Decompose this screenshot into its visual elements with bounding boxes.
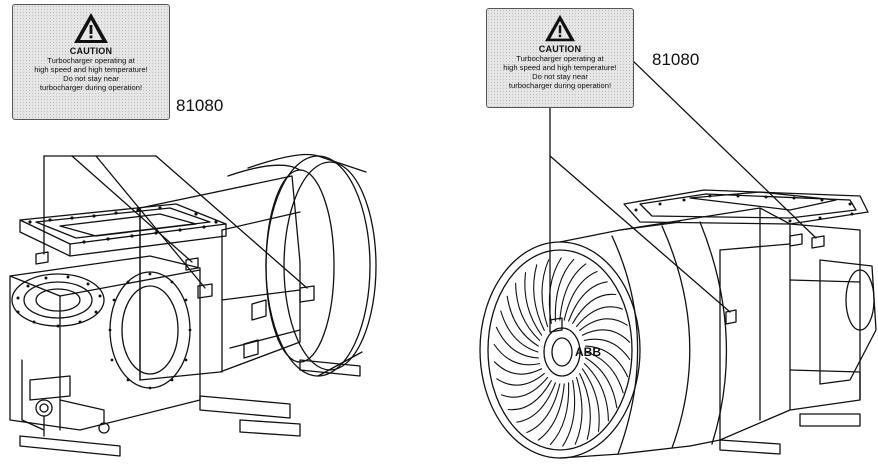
compressor-vane	[500, 310, 539, 353]
part-number-left: 81080	[176, 96, 224, 115]
compressor-vane	[541, 259, 550, 328]
compressor-vane	[524, 272, 543, 336]
caution-line-1: Turbocharger operating at	[516, 54, 604, 63]
compressor-vane	[537, 383, 565, 441]
compressor-vane	[585, 351, 624, 394]
compressor-vane	[574, 376, 583, 445]
compressor-vane	[506, 295, 539, 347]
caution-title: CAUTION	[69, 46, 113, 56]
compressor-vane	[581, 368, 600, 432]
compressor-vane	[585, 357, 618, 409]
compressor-vane	[583, 338, 631, 361]
compressor-vane	[496, 373, 545, 386]
compressor-vane	[526, 383, 561, 434]
caution-line-4: turbocharger during operation!	[508, 81, 612, 90]
compressor-vane	[572, 293, 617, 324]
caution-line-3: Do not stay near	[532, 72, 588, 81]
compressor-vane	[515, 282, 541, 341]
compressor-vane	[581, 329, 631, 343]
warning-triangle-icon	[74, 13, 108, 43]
compressor-vane	[575, 306, 624, 328]
compressor-vane	[585, 345, 629, 378]
caution-label-right: CAUTION Turbocharger operating at high s…	[486, 8, 634, 108]
compressor-vane	[554, 258, 575, 322]
compressor-vane	[507, 380, 552, 411]
compressor-vane	[500, 376, 549, 398]
caution-line-3: Do not stay near	[63, 74, 119, 83]
caution-title: CAUTION	[538, 44, 582, 54]
compressor-vane	[579, 373, 591, 440]
part-number-right: 81080	[652, 50, 700, 69]
compressor-vane	[516, 382, 556, 423]
compressor-vane	[533, 264, 545, 331]
compressor-vane	[549, 382, 570, 446]
svg-text:ABB: ABB	[575, 345, 601, 359]
compressor-vane	[493, 361, 543, 375]
compressor-vane	[579, 318, 628, 331]
compressor-vane	[568, 281, 608, 322]
warning-triangle-icon	[545, 14, 575, 42]
caution-label-left: CAUTION Turbocharger operating at high s…	[12, 4, 170, 120]
right-turbocharger: ABB	[479, 59, 877, 459]
caution-line-2: high speed and high temperature!	[34, 65, 148, 74]
compressor-vane	[562, 380, 576, 447]
compressor-vane	[495, 326, 539, 359]
compressor-vane	[583, 363, 609, 422]
compressor-vane	[559, 263, 587, 321]
left-turbocharger	[9, 153, 377, 457]
caution-line-1: Turbocharger operating at	[47, 56, 135, 65]
caution-line-2: high speed and high temperature!	[503, 63, 617, 72]
compressor-vane	[493, 343, 541, 366]
caution-line-4: turbocharger during operation!	[39, 83, 143, 92]
compressor-vane	[563, 270, 598, 321]
